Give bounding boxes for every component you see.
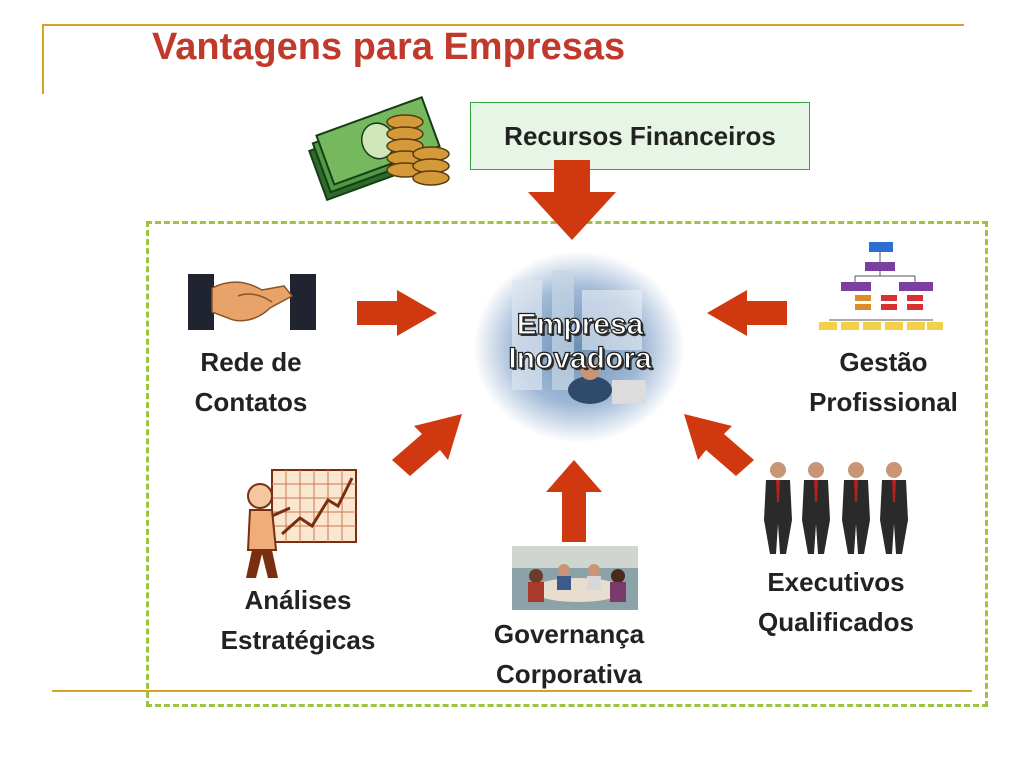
bottom-rule [52, 690, 972, 692]
top-rule [42, 24, 964, 26]
presenter-chart-icon [242, 466, 360, 580]
rede-label: Rede de Contatos [176, 342, 326, 422]
executivos-line2: Qualificados [757, 607, 915, 637]
executivos-label: Executivos Qualificados [742, 562, 930, 642]
center-line1: Empresa [516, 307, 644, 341]
arrow-upleft-executivos [682, 410, 754, 476]
governanca-line2: Corporativa [496, 659, 642, 689]
analises-line1: Análises [244, 585, 352, 615]
financial-resources-box: Recursos Financeiros [470, 102, 810, 170]
center-label: Empresa Inovadora [460, 307, 700, 376]
org-chart-icon [815, 240, 945, 334]
analises-line2: Estratégicas [220, 625, 376, 655]
gestao-label: Gestão Profissional [796, 342, 971, 422]
rede-line1: Rede de [200, 347, 302, 377]
governanca-line1: Governança [493, 619, 645, 649]
executivos-line1: Executivos [767, 567, 905, 597]
analises-label: Análises Estratégicas [208, 580, 388, 660]
arrow-left-gestao [707, 290, 787, 336]
arrow-down-financial [528, 160, 616, 240]
gestao-line2: Profissional [809, 387, 958, 417]
arrow-upright-analises [392, 410, 464, 476]
handshake-icon [188, 268, 316, 334]
arrow-right-rede [357, 290, 437, 336]
governanca-label: Governança Corporativa [474, 614, 664, 694]
executives-icon [758, 460, 918, 556]
arrow-up-governanca [546, 460, 602, 542]
money-icon [305, 92, 473, 204]
left-rule [42, 24, 44, 94]
slide-title: Vantagens para Empresas [152, 26, 626, 68]
gestao-line1: Gestão [839, 347, 928, 377]
meeting-photo-icon [512, 546, 638, 610]
rede-line2: Contatos [194, 387, 308, 417]
center-line2: Inovadora [508, 341, 653, 375]
office-photo-icon [472, 250, 687, 445]
